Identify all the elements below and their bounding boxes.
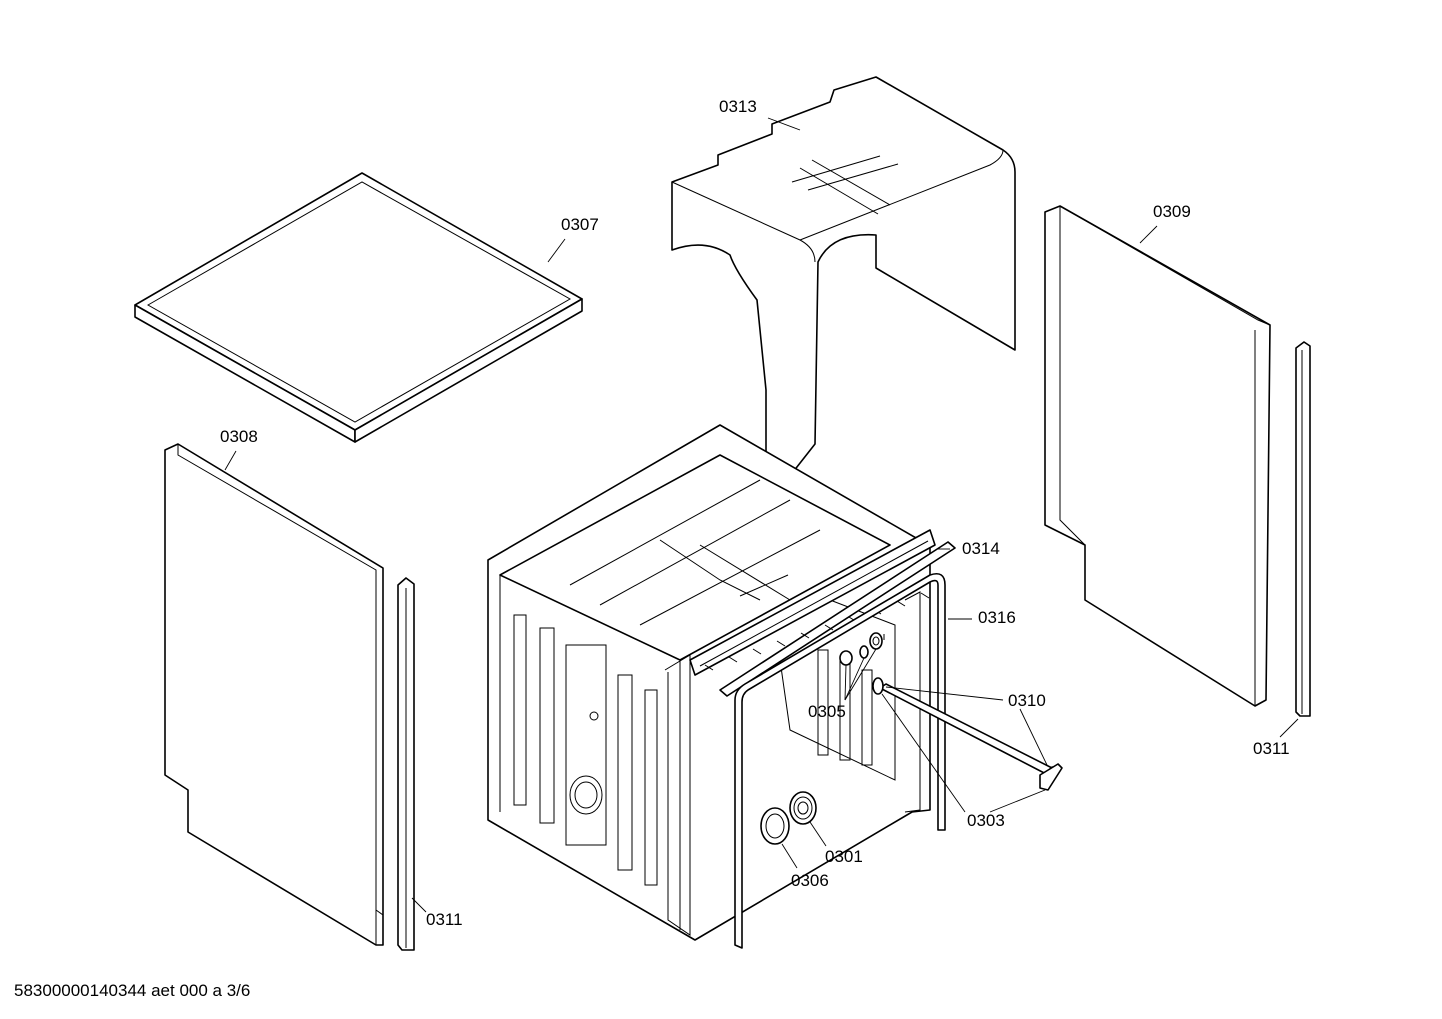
label-0311-left: 0311 (426, 910, 463, 929)
cross-hatch-marking (791, 155, 899, 215)
label-0316: 0316 (978, 608, 1016, 627)
label-0311-right: 0311 (1253, 739, 1290, 758)
part-0301-filter (789, 791, 817, 825)
part-0314-frame-rail (689, 529, 956, 697)
part-0309-right-side-panel (1044, 205, 1271, 707)
label-0307: 0307 (561, 215, 599, 234)
part-0307-top-plate (134, 172, 583, 443)
part-0316-door-seal (734, 572, 946, 949)
part-0313-insulation-cover (671, 76, 1016, 473)
tub-body (487, 424, 931, 941)
label-0310: 0310 (1008, 691, 1046, 710)
label-0314: 0314 (962, 539, 1000, 558)
label-0306: 0306 (791, 871, 829, 890)
part-0311-right-strip (1295, 341, 1311, 717)
label-0313: 0313 (719, 97, 757, 116)
label-0309: 0309 (1153, 202, 1191, 221)
part-0308-left-side-panel (164, 443, 384, 946)
label-0303: 0303 (967, 811, 1005, 830)
part-labels: 0313 0307 0309 0308 0314 0316 0310 0305 … (220, 97, 1290, 929)
label-0308: 0308 (220, 427, 258, 446)
leader-lines (224, 117, 1299, 913)
label-0301: 0301 (825, 847, 863, 866)
part-0310-spray-pipe (872, 677, 1063, 791)
part-0311-left-strip (397, 577, 415, 951)
part-0306-ring (760, 807, 790, 845)
drawing-code: 58300000140344 aet 000 a 3/6 (14, 981, 251, 1000)
label-0305: 0305 (808, 702, 846, 721)
